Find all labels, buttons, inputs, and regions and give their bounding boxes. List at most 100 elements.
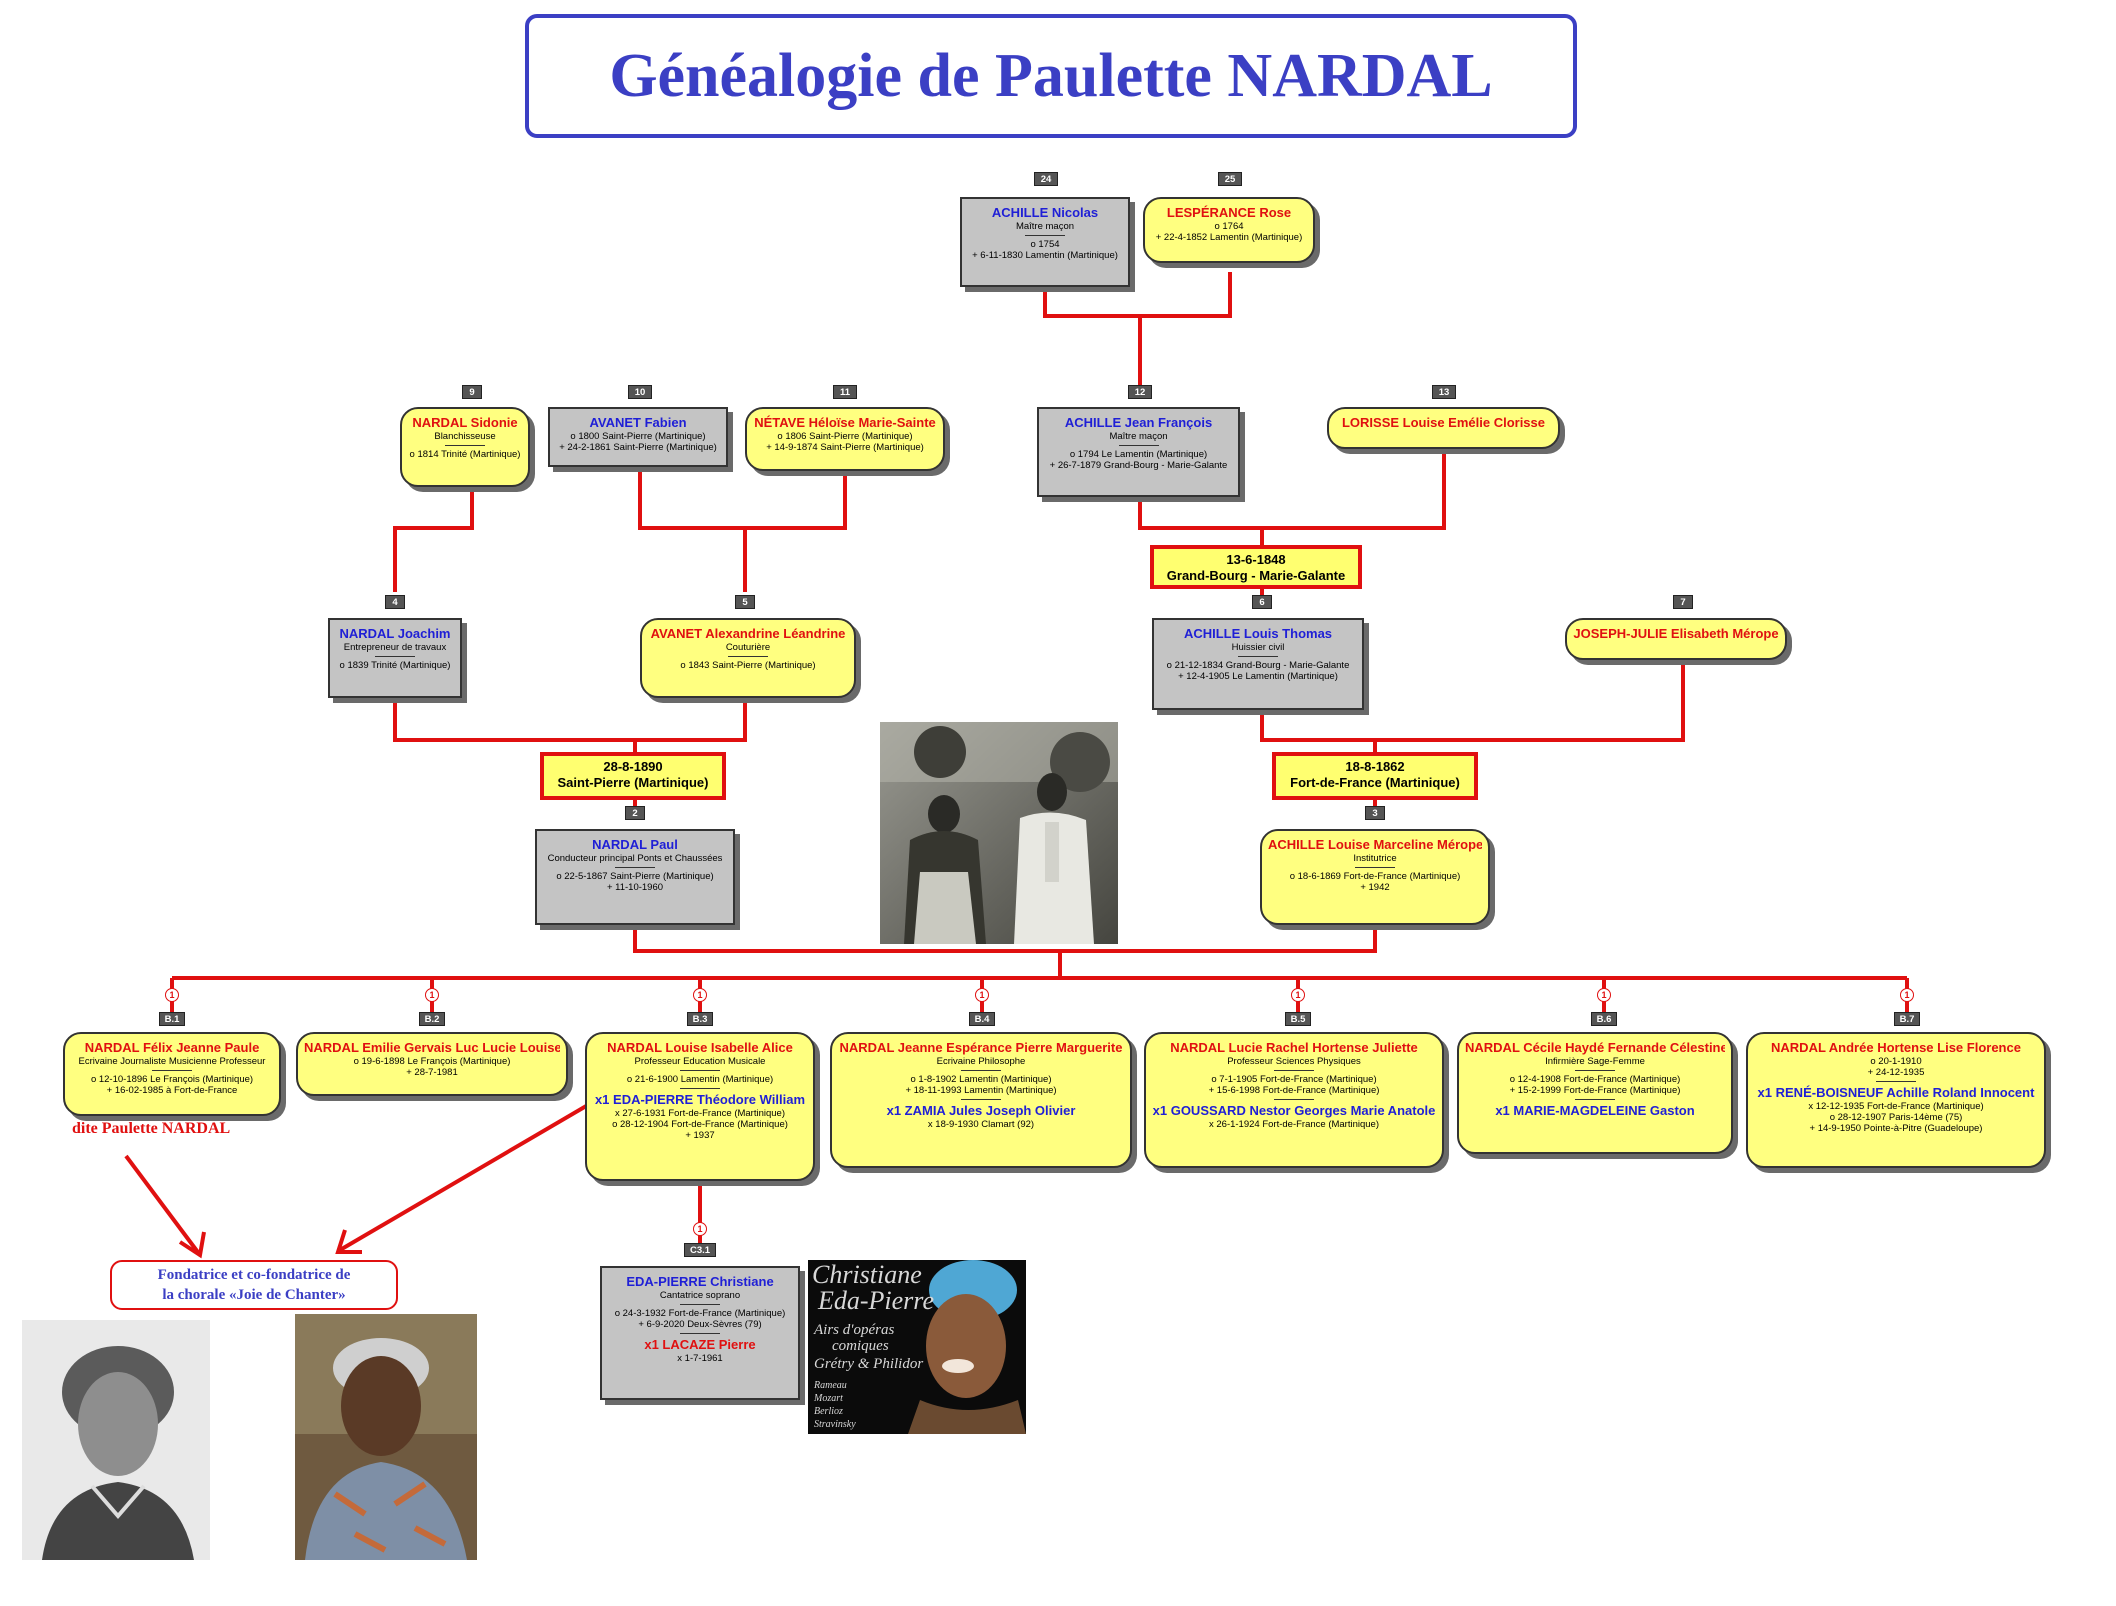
- divider: [1575, 1070, 1615, 1071]
- person-name: AVANET Fabien: [589, 415, 687, 430]
- child-marker: 1: [165, 988, 179, 1002]
- founder-annotation: Fondatrice et co-fondatrice de la choral…: [110, 1260, 398, 1310]
- portrait-graphic: [295, 1314, 477, 1560]
- birth-date: o 21-12-1834 Grand-Bourg - Marie-Galante: [1166, 660, 1350, 671]
- person-card-achille-nicolas[interactable]: ACHILLE Nicolas Maître maçon o 1754 + 6-…: [960, 197, 1130, 287]
- person-name: ACHILLE Louise Marceline Mérope: [1268, 837, 1482, 852]
- birth-date: o 24-3-1932 Fort-de-France (Martinique): [614, 1308, 786, 1319]
- person-card-lesperance-rose[interactable]: LESPÉRANCE Rose o 1764 + 22-4-1852 Lamen…: [1143, 197, 1315, 263]
- sosa-number: 3: [1365, 806, 1385, 820]
- person-occupation: Huissier civil: [1231, 642, 1285, 653]
- divider: [1876, 1081, 1916, 1082]
- person-card-nardal-cecile[interactable]: NARDAL Cécile Haydé Fernande Célestine I…: [1457, 1032, 1733, 1154]
- person-occupation: Ecrivaine Journaliste Musicienne Profess…: [78, 1056, 266, 1067]
- person-name: NARDAL Louise Isabelle Alice: [607, 1040, 793, 1055]
- divider: [728, 656, 768, 657]
- divider: [1274, 1070, 1314, 1071]
- person-card-lorisse-louise[interactable]: LORISSE Louise Emélie Clorisse: [1327, 407, 1560, 449]
- sosa-number: 11: [833, 385, 857, 399]
- marriage-box-6: 13-6-1848 Grand-Bourg - Marie-Galante: [1150, 545, 1362, 589]
- sosa-number: 10: [628, 385, 652, 399]
- marriage-box-2: 28-8-1890 Saint-Pierre (Martinique): [540, 752, 726, 800]
- person-card-nardal-jeanne[interactable]: NARDAL Jeanne Espérance Pierre Marguerit…: [830, 1032, 1132, 1168]
- birth-date: o 12-4-1908 Fort-de-France (Martinique): [1509, 1074, 1681, 1085]
- person-card-avanet-fabien[interactable]: AVANET Fabien o 1800 Saint-Pierre (Marti…: [548, 407, 728, 467]
- album-cover: Christiane Eda-Pierre Airs d'opéras comi…: [808, 1260, 1026, 1434]
- person-name: LORISSE Louise Emélie Clorisse: [1341, 415, 1545, 430]
- person-card-achille-louise-marceline[interactable]: ACHILLE Louise Marceline Mérope Institut…: [1260, 829, 1490, 925]
- birth-date: o 1-8-1902 Lamentin (Martinique): [910, 1074, 1052, 1085]
- death-date: + 6-11-1830 Lamentin (Martinique): [972, 250, 1118, 261]
- founder-line: la chorale «Joie de Chanter»: [162, 1287, 346, 1303]
- album-subtitle: comiques: [832, 1338, 889, 1354]
- sosa-number: 25: [1218, 172, 1242, 186]
- death-date: + 26-7-1879 Grand-Bourg - Marie-Galante: [1049, 460, 1228, 471]
- sosa-number: 9: [462, 385, 482, 399]
- child-marker: 1: [1291, 988, 1305, 1002]
- parents-photo: [880, 722, 1118, 944]
- sosa-number: 12: [1128, 385, 1152, 399]
- spouse-detail: o 28-12-1907 Paris-14ème (75): [1829, 1112, 1963, 1123]
- person-card-nardal-alice[interactable]: NARDAL Louise Isabelle Alice Professeur …: [585, 1032, 815, 1181]
- death-date: + 22-4-1852 Lamentin (Martinique): [1155, 232, 1303, 243]
- nickname-annotation: dite Paulette NARDAL: [72, 1120, 231, 1137]
- person-name: NARDAL Jeanne Espérance Pierre Marguerit…: [839, 1040, 1123, 1055]
- descendant-number: B.2: [419, 1012, 445, 1026]
- descendant-number: B.1: [159, 1012, 185, 1026]
- person-card-avanet-alexandrine[interactable]: AVANET Alexandrine Léandrine Couturière …: [640, 618, 856, 698]
- divider: [1025, 235, 1065, 236]
- sosa-number: 6: [1252, 595, 1272, 609]
- person-card-achille-jean-francois[interactable]: ACHILLE Jean François Maître maçon o 179…: [1037, 407, 1240, 497]
- divider: [1118, 445, 1159, 446]
- person-card-paulette-nardal[interactable]: NARDAL Félix Jeanne Paule Ecrivaine Jour…: [63, 1032, 281, 1116]
- person-card-netave-heloise[interactable]: NÉTAVE Héloïse Marie-Sainte o 1806 Saint…: [745, 407, 945, 471]
- portrait-graphic: [22, 1320, 210, 1560]
- person-card-nardal-andree[interactable]: NARDAL Andrée Hortense Lise Florence o 2…: [1746, 1032, 2046, 1168]
- album-artist-first: Christiane: [812, 1260, 922, 1289]
- sosa-number: 4: [385, 595, 405, 609]
- person-card-nardal-emilie[interactable]: NARDAL Emilie Gervais Luc Lucie Louise o…: [296, 1032, 568, 1096]
- birth-date: o 21-6-1900 Lamentin (Martinique): [626, 1074, 774, 1085]
- person-name: NARDAL Lucie Rachel Hortense Juliette: [1170, 1040, 1418, 1055]
- person-card-nardal-sidonie[interactable]: NARDAL Sidonie Blanchisseuse o 1814 Trin…: [400, 407, 530, 487]
- divider: [152, 1070, 192, 1071]
- person-card-nardal-paul[interactable]: NARDAL Paul Conducteur principal Ponts e…: [535, 829, 735, 925]
- divider: [961, 1070, 1001, 1071]
- spouse-name: x1 RENÉ-BOISNEUF Achille Roland Innocent: [1757, 1085, 2035, 1100]
- person-name: NARDAL Emilie Gervais Luc Lucie Louise: [304, 1040, 560, 1055]
- spouse-detail: + 1937: [685, 1130, 715, 1141]
- person-name: NARDAL Paul: [592, 837, 678, 852]
- person-card-nardal-joachim[interactable]: NARDAL Joachim Entrepreneur de travaux o…: [328, 618, 462, 698]
- person-name: NARDAL Andrée Hortense Lise Florence: [1771, 1040, 2021, 1055]
- descendant-number: B.3: [687, 1012, 713, 1026]
- divider: [680, 1304, 720, 1305]
- person-name: NARDAL Cécile Haydé Fernande Célestine: [1465, 1040, 1725, 1055]
- spouse-detail: x 27-6-1931 Fort-de-France (Martinique): [614, 1108, 785, 1119]
- divider: [1355, 867, 1395, 868]
- birth-date: o 1839 Trinité (Martinique): [339, 660, 451, 671]
- child-marker: 1: [693, 1222, 707, 1236]
- descendant-number: C3.1: [684, 1243, 716, 1257]
- person-occupation: Infirmière Sage-Femme: [1545, 1056, 1645, 1067]
- marriage-place: Fort-de-France (Martinique): [1290, 775, 1460, 790]
- birth-date: o 1843 Saint-Pierre (Martinique): [680, 660, 816, 671]
- person-card-achille-louis-thomas[interactable]: ACHILLE Louis Thomas Huissier civil o 21…: [1152, 618, 1364, 710]
- spouse-name: x1 LACAZE Pierre: [644, 1337, 756, 1352]
- child-marker: 1: [1900, 988, 1914, 1002]
- person-card-eda-pierre-christiane[interactable]: EDA-PIERRE Christiane Cantatrice soprano…: [600, 1266, 800, 1400]
- person-name: NARDAL Joachim: [339, 626, 451, 641]
- person-card-joseph-julie-elisabeth[interactable]: JOSEPH-JULIE Elisabeth Mérope: [1565, 618, 1787, 660]
- person-card-nardal-lucie[interactable]: NARDAL Lucie Rachel Hortense Juliette Pr…: [1144, 1032, 1444, 1168]
- album-composer: Rameau: [814, 1380, 847, 1391]
- birth-date: o 1806 Saint-Pierre (Martinique): [777, 431, 913, 442]
- person-name: NARDAL Félix Jeanne Paule: [84, 1040, 260, 1055]
- marriage-box-3: 18-8-1862 Fort-de-France (Martinique): [1272, 752, 1478, 800]
- death-date: + 18-11-1993 Lamentin (Martinique): [905, 1085, 1057, 1096]
- child-marker: 1: [425, 988, 439, 1002]
- person-name: ACHILLE Louis Thomas: [1183, 626, 1333, 641]
- divider: [1274, 1099, 1314, 1100]
- portrait-paulette-young: [22, 1320, 210, 1560]
- death-date: + 11-10-1960: [606, 882, 664, 893]
- divider: [680, 1070, 720, 1071]
- spouse-detail: x 26-1-1924 Fort-de-France (Martinique): [1208, 1119, 1379, 1130]
